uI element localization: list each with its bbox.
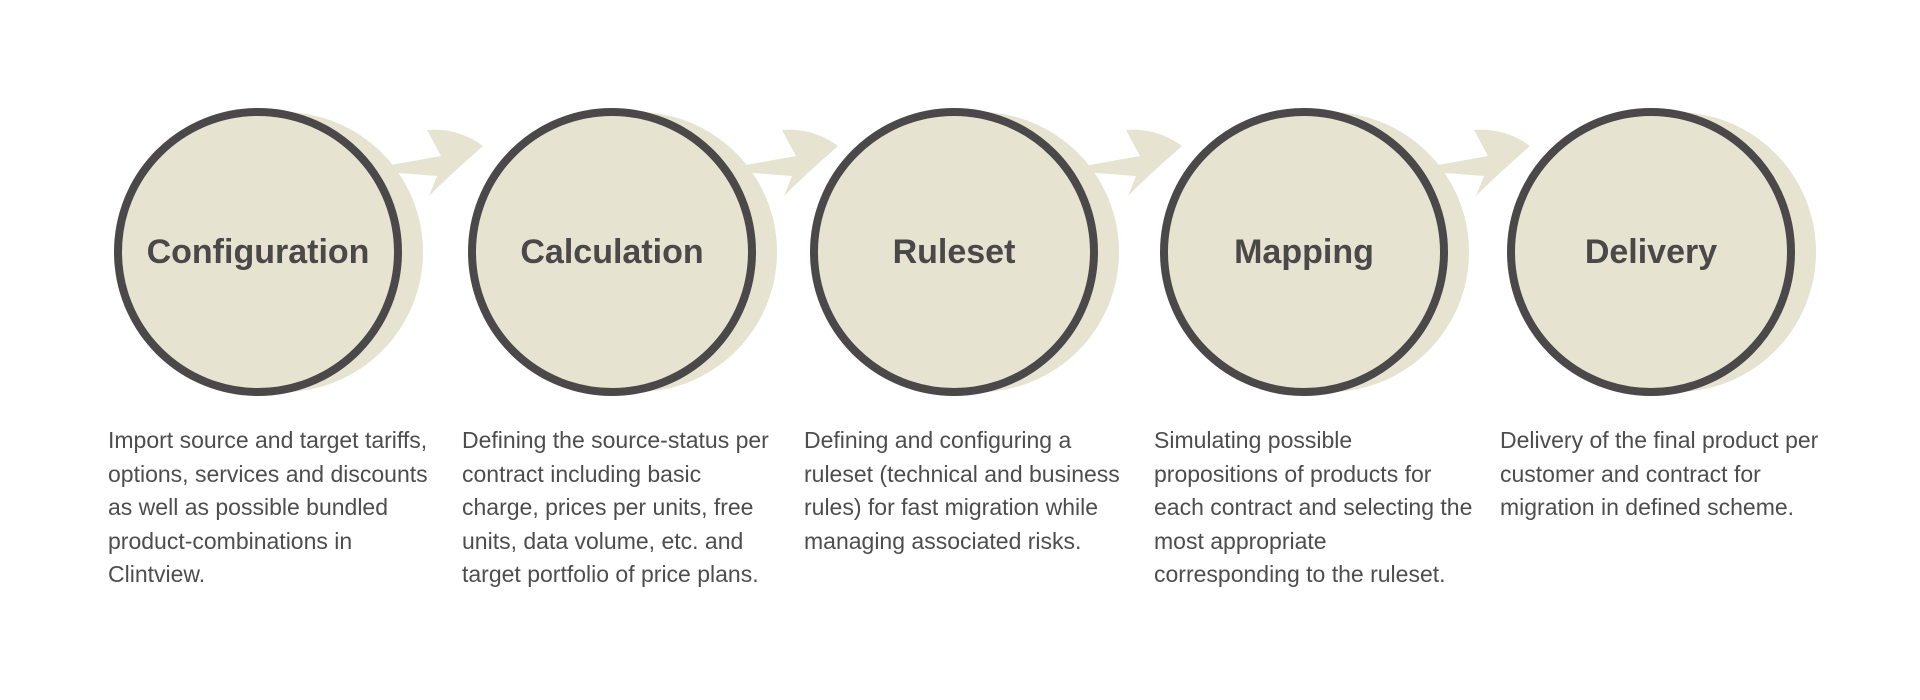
step-title: Calculation [520, 233, 703, 271]
circle-ring [1160, 108, 1448, 396]
circle-ring [810, 108, 1098, 396]
step-mapping: Mapping [1160, 108, 1469, 396]
step-description-ruleset: Defining and configuring a ruleset (tech… [804, 427, 1120, 554]
step-ruleset: Ruleset [810, 108, 1119, 396]
step-title: Delivery [1585, 233, 1717, 271]
step-description-delivery: Delivery of the final product per custom… [1500, 427, 1819, 520]
step-description-mapping: Simulating possible propositions of prod… [1154, 427, 1473, 587]
step-configuration: Configuration [114, 108, 423, 396]
step-description-calculation: Defining the source-status per contract … [462, 427, 769, 587]
step-description-configuration: Import source and target tariffs, option… [108, 427, 428, 587]
step-calculation: Calculation [468, 108, 777, 396]
circle-ring [114, 108, 402, 396]
step-delivery: Delivery [1507, 108, 1816, 396]
step-title: Ruleset [893, 233, 1016, 271]
circle-ring [1507, 108, 1795, 396]
step-title: Mapping [1234, 233, 1374, 271]
circle-ring [468, 108, 756, 396]
step-title: Configuration [147, 233, 370, 271]
